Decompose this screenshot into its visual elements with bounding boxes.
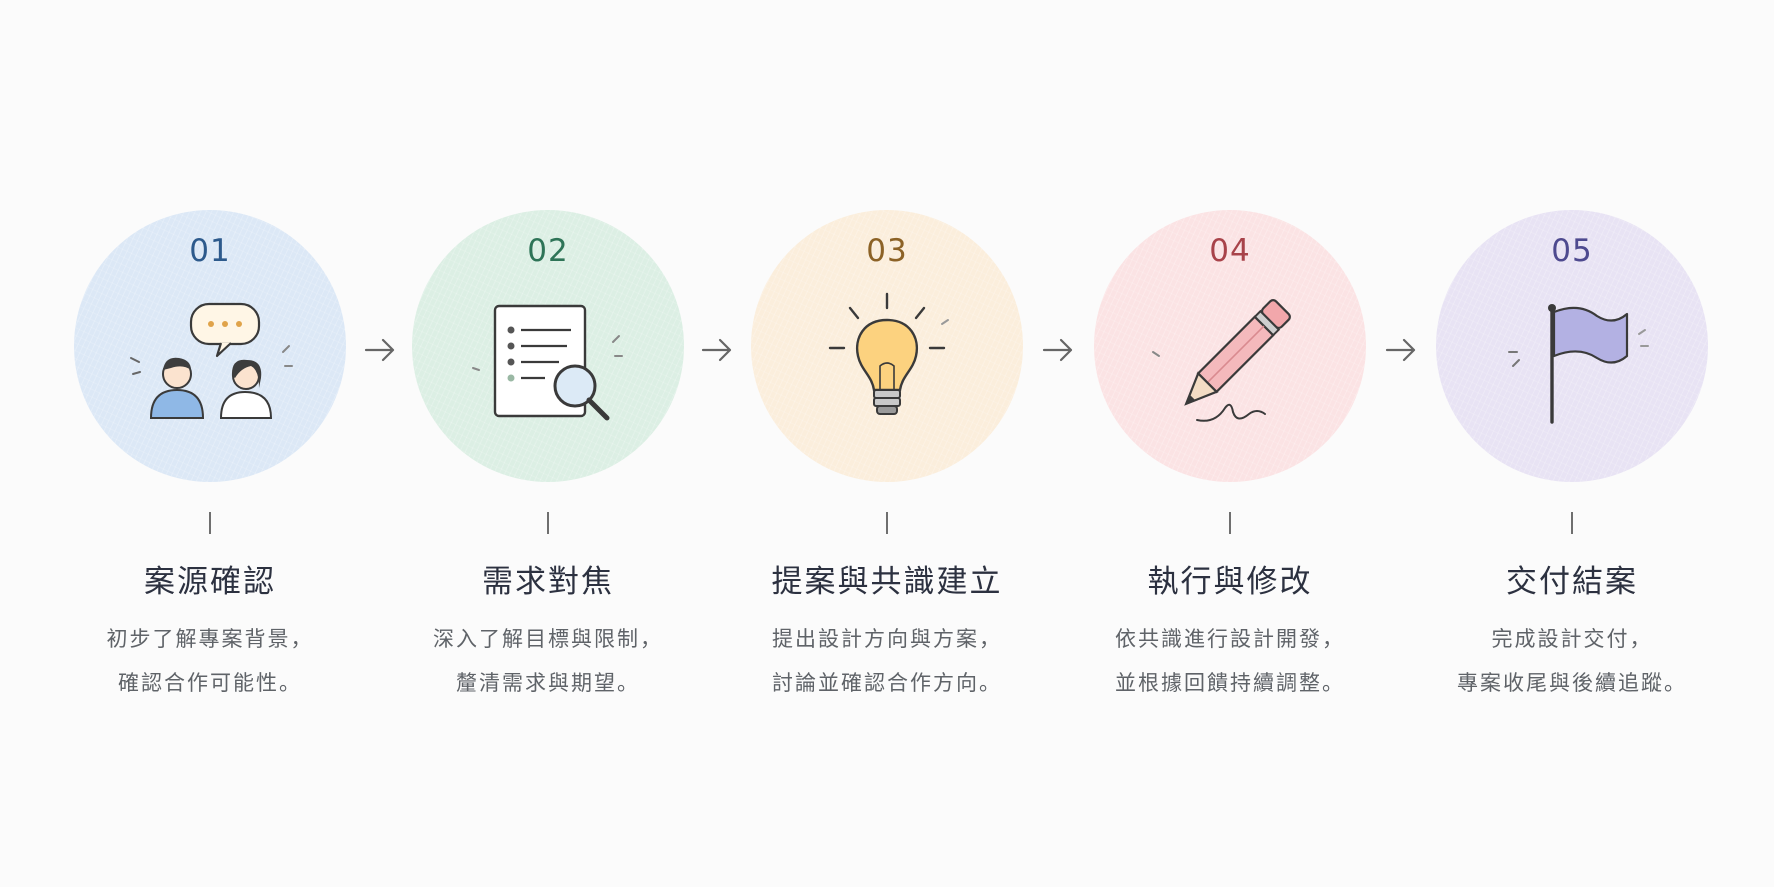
step-2-desc-line-2: 釐清需求與期望。 xyxy=(456,671,640,695)
step-5-description: 完成設計交付， 專案收尾與後續追蹤。 xyxy=(1402,617,1742,705)
step-5-number: 05 xyxy=(1551,233,1593,269)
pencil-icon xyxy=(1152,299,1291,422)
step-1-circle xyxy=(74,210,346,482)
step-4-description: 依共識進行設計開發， 並根據回饋持續調整。 xyxy=(1060,617,1400,705)
step-3-desc-line-2: 討論並確認合作方向。 xyxy=(772,671,1002,695)
step-5-circle xyxy=(1436,210,1708,482)
step-1-number: 01 xyxy=(189,233,231,269)
step-5-divider xyxy=(1571,512,1573,534)
step-5: 05 交付結案 完成設計交付， 專案收尾與後續追蹤。 xyxy=(1402,0,1742,887)
step-2-divider xyxy=(547,512,549,534)
step-4-number: 04 xyxy=(1209,233,1251,269)
consultation-icon xyxy=(130,302,293,419)
step-2-desc-line-1: 深入了解目標與限制， xyxy=(433,627,663,651)
step-3-divider xyxy=(886,512,888,534)
step-5-desc-line-2: 專案收尾與後續追蹤。 xyxy=(1457,671,1687,695)
arrow-right-icon xyxy=(701,338,732,362)
step-1-desc-line-2: 確認合作可能性。 xyxy=(118,671,302,695)
step-3-description: 提出設計方向與方案， 討論並確認合作方向。 xyxy=(717,617,1057,705)
step-3-desc-line-1: 提出設計方向與方案， xyxy=(772,627,1002,651)
step-2: 02 需求對焦 深入了解目標與限制， 釐清需求與期望。 xyxy=(378,0,718,887)
lightbulb-icon xyxy=(828,292,949,415)
step-1: 01 案源確認 初步了解專案背景， 確認合作可能性。 xyxy=(40,0,380,887)
step-3: 03 提案與共識建立 提出設計方向與方案， 討論並確認合作方向。 xyxy=(717,0,1057,887)
step-1-description: 初步了解專案背景， 確認合作可能性。 xyxy=(40,617,380,705)
step-4-desc-line-2: 並根據回饋持續調整。 xyxy=(1115,671,1345,695)
step-4-title: 執行與修改 xyxy=(1147,564,1313,600)
step-2-description: 深入了解目標與限制， 釐清需求與期望。 xyxy=(378,617,718,705)
step-1-divider xyxy=(209,512,211,534)
step-5-title: 交付結案 xyxy=(1506,564,1638,600)
arrow-right-icon xyxy=(1042,338,1073,362)
arrow-right-icon xyxy=(1385,338,1416,362)
step-2-number: 02 xyxy=(527,233,569,269)
document-search-icon xyxy=(472,304,623,421)
step-4-desc-line-1: 依共識進行設計開發， xyxy=(1115,627,1345,651)
step-1-desc-line-1: 初步了解專案背景， xyxy=(106,627,314,651)
step-3-number: 03 xyxy=(866,233,908,269)
step-4-divider xyxy=(1229,512,1231,534)
arrow-right-icon xyxy=(364,338,395,362)
step-1-title: 案源確認 xyxy=(144,564,276,600)
step-4: 04 執行與修改 依共識進行設計開發， 並根據回饋持續調整。 xyxy=(1060,0,1400,887)
step-3-title: 提案與共識建立 xyxy=(771,564,1003,600)
step-5-desc-line-1: 完成設計交付， xyxy=(1491,627,1653,651)
flag-icon xyxy=(1508,304,1649,424)
step-2-title: 需求對焦 xyxy=(482,564,614,600)
